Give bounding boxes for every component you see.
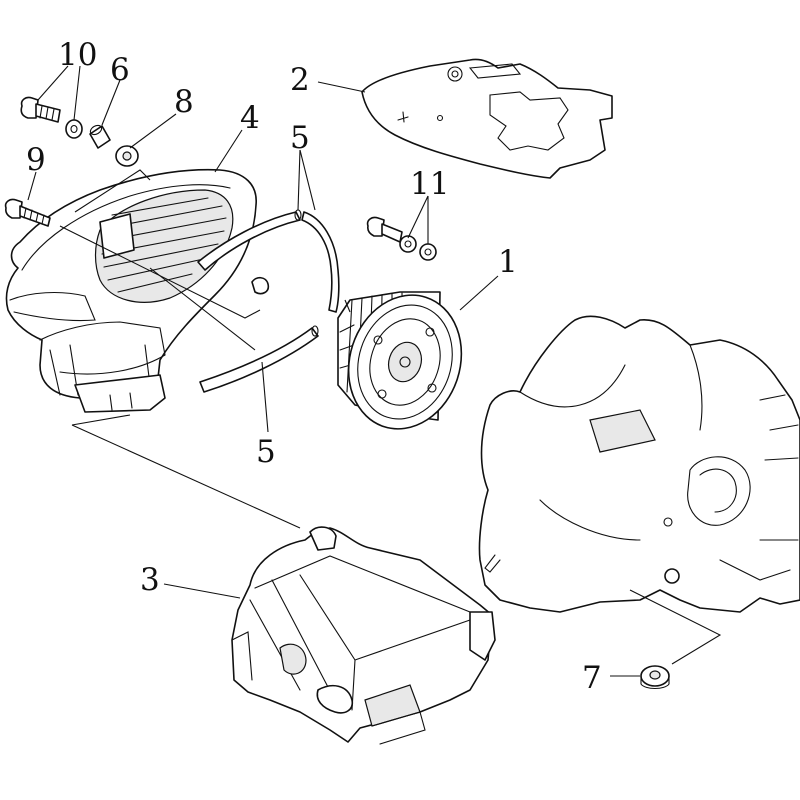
part-2-baffle-plate [361, 58, 613, 179]
callout-10: 10 [58, 37, 97, 73]
callout-2: 2 [290, 62, 310, 98]
part-5-hose-upper [197, 209, 340, 313]
callout-3: 3 [140, 562, 160, 598]
callout-5-lower: 5 [256, 434, 276, 470]
part-1-flywheel-fan [337, 291, 463, 430]
callout-leaders [27, 65, 640, 677]
part-6-collar [89, 124, 111, 149]
part-11-screw [366, 216, 403, 243]
part-11-washer-a [399, 235, 417, 253]
part-3-cylinder-shroud [231, 526, 496, 745]
part-8-grommet [115, 145, 139, 167]
part-10-washer [65, 119, 83, 139]
part-10-screw [20, 96, 61, 123]
part-5-hose-lower [199, 325, 319, 393]
part-11-washer-b [419, 243, 437, 261]
part-9-screw [4, 198, 51, 227]
callout-11: 11 [410, 166, 449, 202]
callout-8: 8 [174, 84, 194, 120]
engine-crankcase [478, 315, 800, 613]
callout-6: 6 [110, 52, 130, 88]
callout-5-upper: 5 [290, 120, 310, 156]
callout-9: 9 [26, 142, 46, 178]
assembly-guide-lines [59, 169, 722, 665]
callout-labels: 10 6 8 4 2 5 9 11 1 5 3 7 [26, 37, 602, 696]
callout-4: 4 [240, 100, 260, 136]
part-7-grommet [640, 665, 670, 690]
part-4-fan-housing [5, 168, 270, 413]
callout-1: 1 [498, 244, 518, 280]
callout-7: 7 [582, 660, 602, 696]
